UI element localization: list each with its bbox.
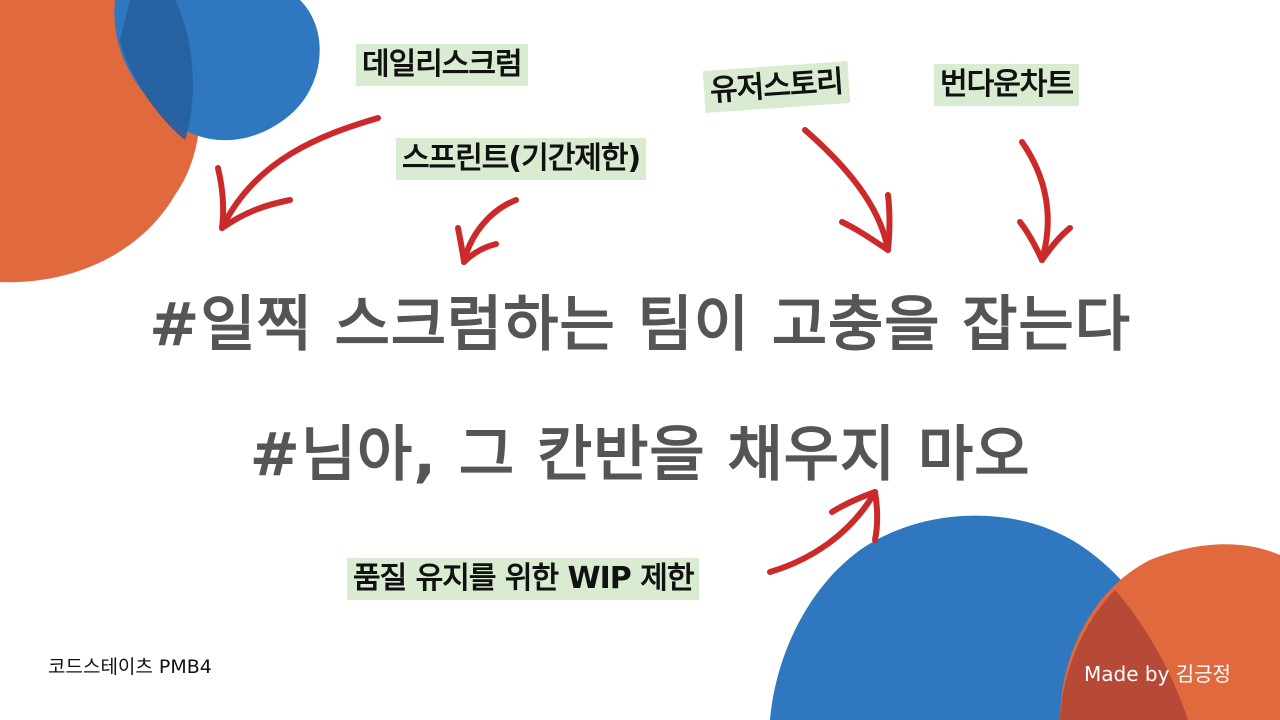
headline-kanban: #님아, 그 칸반을 채우지 마오 [249,420,1031,490]
footer-author: Made by 김긍정 [1084,662,1231,686]
curved-arrow-icon [802,127,893,253]
curved-arrow-icon [215,115,381,231]
curved-arrow-icon [455,197,519,265]
curved-arrow-icon [1017,139,1073,263]
footer-course-name: 코드스테이츠 PMB4 [48,656,212,678]
label-wip-limit: 품질 유지를 위한 WIP 제한 [347,558,700,600]
headline-scrum: #일찍 스크럼하는 팀이 고충을 잡는다 [149,290,1131,360]
label-burndown-chart: 번다운차트 [934,64,1079,106]
curved-arrow-icon [767,489,881,575]
label-daily-scrum: 데일리스크럼 [356,44,528,86]
blob-overlap-top-left [120,0,193,140]
blob-overlap-bottom-right [1060,590,1188,720]
label-sprint: 스프린트(기간제한) [396,138,647,180]
